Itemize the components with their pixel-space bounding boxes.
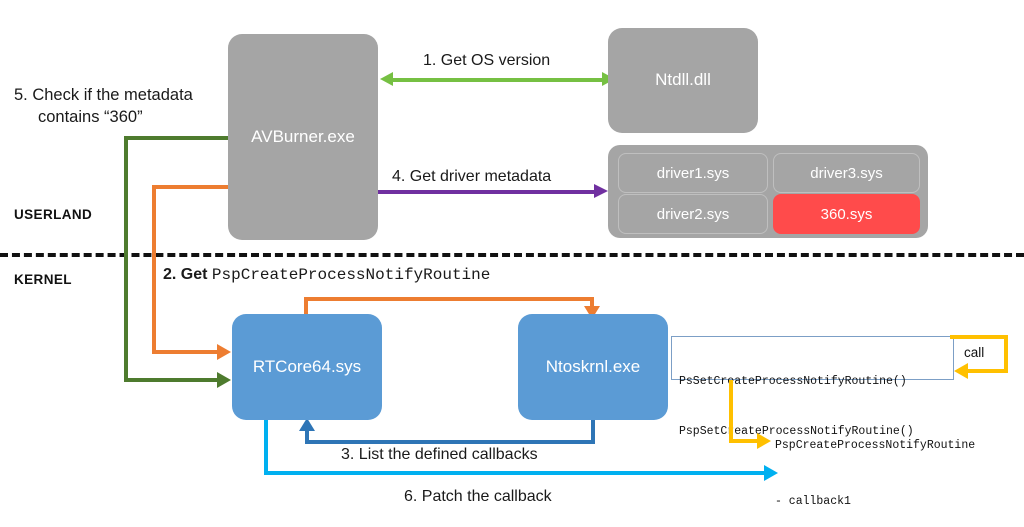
- call-to-table-vertical: [729, 380, 733, 443]
- api-functions-box: PsSetCreateProcessNotifyRoutine() PspSet…: [671, 336, 954, 438]
- step2-connector-top: [152, 185, 234, 189]
- step2-label-prefix: 2. Get: [163, 266, 212, 283]
- callback-entry-1: - callback1: [775, 495, 851, 509]
- driver-list-container: driver1.sys driver3.sys driver2.sys 360.…: [608, 145, 928, 238]
- step4-arrowhead: [594, 184, 608, 198]
- step5-label: 5. Check if the metadata contains “360”: [14, 84, 229, 129]
- step1-label: 1. Get OS version: [423, 52, 551, 69]
- step5-label-line2: contains “360”: [38, 108, 143, 127]
- step5-connector-vertical: [124, 136, 128, 380]
- driver-item-360-label: 360.sys: [820, 205, 873, 223]
- step6-label: 6. Patch the callback: [404, 488, 552, 505]
- node-ntdll[interactable]: Ntdll.dll: [608, 28, 758, 133]
- driver-item-2[interactable]: driver2.sys: [618, 194, 768, 234]
- step5-arrowhead: [217, 372, 231, 388]
- step5-label-line1: 5. Check if the metadata: [14, 86, 193, 104]
- driver-item-1-label: driver1.sys: [656, 164, 730, 182]
- node-avburner[interactable]: AVBurner.exe: [228, 34, 378, 240]
- step3-connector-up: [305, 428, 309, 444]
- callback-table: PspCreateProcessNotifyRoutine - callback…: [775, 400, 989, 527]
- step2-arrowhead-rtcore: [217, 344, 231, 360]
- step4-label: 4. Get driver metadata: [392, 168, 552, 185]
- step6-connector-down: [264, 420, 268, 475]
- driver-item-360[interactable]: 360.sys: [773, 194, 920, 234]
- step2-connector-rtcore-up: [304, 297, 308, 316]
- step2-label: 2. Get PspCreateProcessNotifyRoutine: [163, 266, 490, 284]
- call-loop-bottom: [968, 369, 1008, 373]
- zone-label-userland: USERLAND: [14, 207, 93, 222]
- step1-connector: [392, 78, 604, 82]
- driver-item-1[interactable]: driver1.sys: [618, 153, 768, 193]
- step1-arrowhead-left: [380, 72, 393, 86]
- driver-item-3-label: driver3.sys: [810, 164, 883, 182]
- callback-table-header: PspCreateProcessNotifyRoutine: [775, 439, 976, 453]
- step2-connector-down: [590, 297, 594, 309]
- driver-item-2-label: driver2.sys: [656, 205, 730, 223]
- call-to-table-horizontal: [729, 439, 759, 443]
- driver-item-3[interactable]: driver3.sys: [773, 153, 920, 193]
- step2-connector-across: [304, 297, 594, 301]
- step2-connector-into-rtcore: [152, 350, 219, 354]
- call-to-table-arrowhead: [757, 433, 771, 449]
- node-rtcore64[interactable]: RTCore64.sys: [232, 314, 382, 420]
- node-ntoskrnl[interactable]: Ntoskrnl.exe: [518, 314, 668, 420]
- call-loop-arrowhead: [954, 363, 968, 379]
- step4-connector: [378, 190, 596, 194]
- step3-label: 3. List the defined callbacks: [341, 446, 538, 463]
- api-function-line-2: PspSetCreateProcessNotifyRoutine(): [679, 425, 914, 439]
- zone-label-kernel: KERNEL: [14, 272, 72, 287]
- call-loop-right: [1004, 335, 1008, 373]
- step5-connector-top: [124, 136, 234, 140]
- node-ntoskrnl-label: Ntoskrnl.exe: [545, 356, 641, 376]
- step3-arrowhead: [299, 418, 315, 431]
- call-loop-top: [950, 335, 1008, 339]
- node-rtcore64-label: RTCore64.sys: [252, 356, 362, 376]
- step5-connector-bottom: [124, 378, 219, 382]
- userland-kernel-divider: [0, 253, 1024, 257]
- step6-arrowhead: [764, 465, 778, 481]
- step2-label-symbol: PspCreateProcessNotifyRoutine: [211, 266, 491, 284]
- step2-connector-vertical-left: [152, 185, 156, 352]
- api-function-line-1: PsSetCreateProcessNotifyRoutine(): [679, 375, 907, 389]
- call-label: call: [964, 345, 985, 360]
- node-avburner-label: AVBurner.exe: [251, 126, 355, 146]
- node-ntdll-label: Ntdll.dll: [655, 70, 711, 90]
- step3-connector-down: [591, 420, 595, 444]
- step6-connector-across: [264, 471, 766, 475]
- step3-connector-across: [305, 440, 595, 444]
